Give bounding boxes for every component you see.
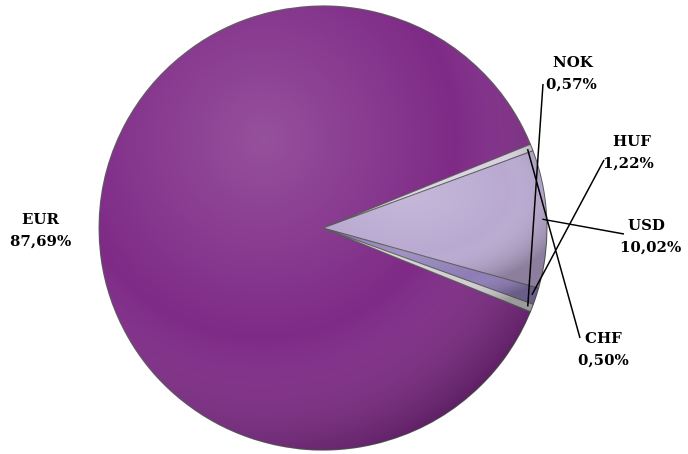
label-nok-name: NOK <box>553 53 594 71</box>
leader-lines <box>526 83 625 339</box>
leader-line-huf <box>531 159 605 296</box>
label-usd-name: USD <box>628 216 665 234</box>
label-chf-name: CHF <box>585 329 622 347</box>
label-eur-name: EUR <box>22 210 60 228</box>
leader-line-usd <box>542 218 625 235</box>
pie-slice-shading-nok <box>323 228 534 312</box>
pie-slice-shading-eur <box>99 6 531 451</box>
slice-labels: EUR 87,69% CHF 0,50% USD 10,02% HUF 1,22… <box>10 53 681 369</box>
label-eur-value: 87,69% <box>10 232 71 250</box>
leader-line-nok <box>527 83 544 307</box>
pie-slices <box>98 5 548 451</box>
pie-slice-shading-usd <box>323 150 548 289</box>
pie-slice-shading-chf <box>323 144 534 228</box>
label-chf-value: 0,50% <box>578 351 629 369</box>
label-huf-value: 1,22% <box>603 154 654 172</box>
label-nok-value: 0,57% <box>546 75 597 93</box>
label-usd-value: 10,02% <box>620 238 681 256</box>
label-huf-name: HUF <box>613 132 651 150</box>
